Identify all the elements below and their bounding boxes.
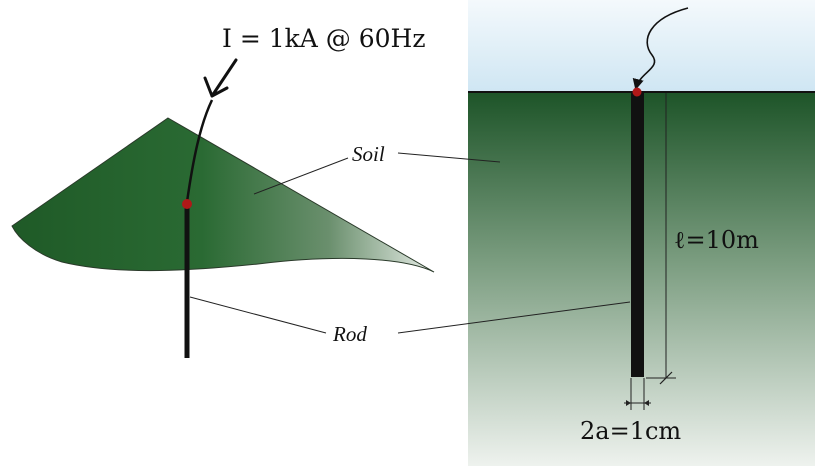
length-dimension <box>646 93 676 385</box>
cross-section-panel <box>468 0 815 466</box>
current-wire <box>185 99 214 203</box>
leader-lines <box>189 152 631 334</box>
lead-wire <box>632 7 689 91</box>
rod-label: Rod <box>333 322 367 346</box>
current-label: I = 1kA @ 60Hz <box>222 24 426 53</box>
soil-label: Soil <box>352 142 385 166</box>
length-label: ℓ=10m <box>674 226 759 254</box>
rod-leader-3d <box>189 296 327 334</box>
diameter-dimension <box>624 378 651 410</box>
soil-leader-cone <box>253 157 349 195</box>
injection-point-right <box>632 87 642 97</box>
injection-point-left <box>182 199 192 209</box>
diameter-label: 2a=1cm <box>580 417 682 445</box>
soil-leader-section <box>397 152 501 163</box>
sky-region <box>468 0 815 92</box>
perspective-panel <box>11 58 435 358</box>
rod-leader-section <box>397 301 631 334</box>
current-arrow-icon <box>203 58 238 98</box>
soil-cone <box>11 117 435 273</box>
rod-cross-section <box>631 92 644 377</box>
